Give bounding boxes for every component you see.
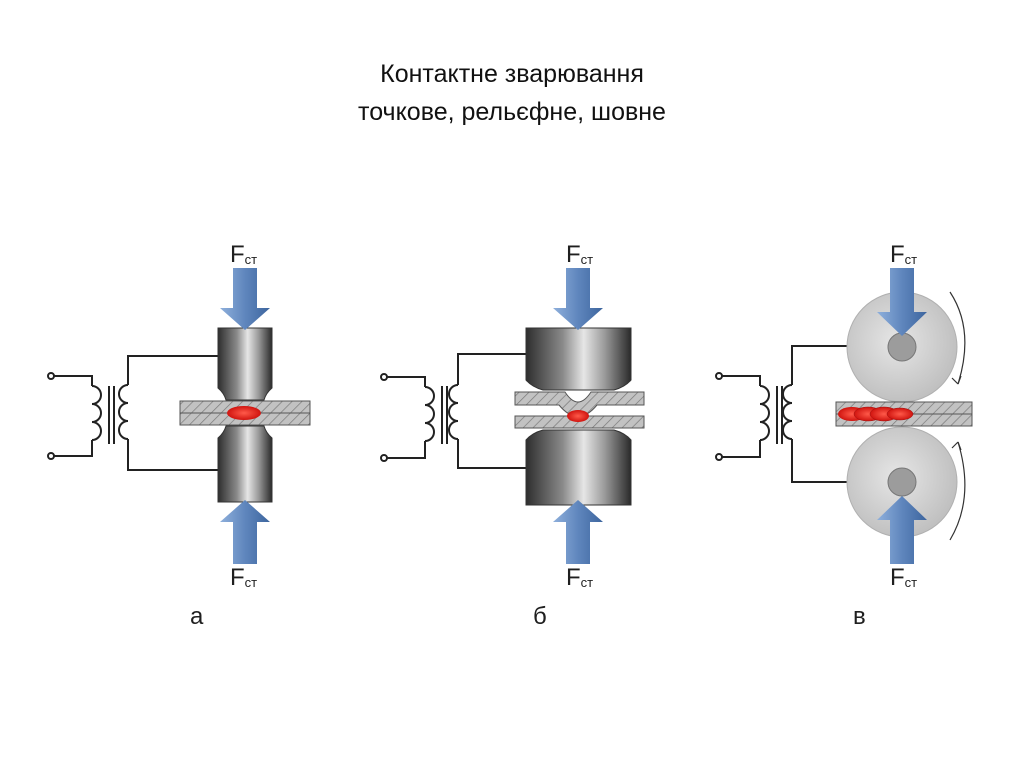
force-label-bottom: Fст xyxy=(566,564,593,591)
transformer-icon xyxy=(47,355,218,471)
projection-welding-diagram: Fст Fст б xyxy=(380,241,645,630)
bottom-electrode xyxy=(217,425,273,503)
force-label-top: Fст xyxy=(566,241,593,268)
force-label-bottom: Fст xyxy=(230,564,257,591)
force-label-top: Fст xyxy=(890,241,917,268)
rotation-arrow-bottom xyxy=(949,441,966,541)
upper-plate xyxy=(514,391,645,417)
weld-nugget xyxy=(227,406,261,420)
force-arrow-down xyxy=(220,268,270,330)
caption-v: в xyxy=(853,603,866,630)
transformer-icon xyxy=(380,353,526,469)
bottom-electrode xyxy=(525,429,632,506)
caption-b: б xyxy=(533,603,547,630)
weld-nugget xyxy=(567,410,589,422)
force-label-bottom: Fст xyxy=(890,564,917,591)
weld-seam xyxy=(838,406,914,422)
spot-welding-diagram: Fст Fст а xyxy=(47,241,311,630)
bottom-roller-axle xyxy=(887,467,917,497)
force-arrow-up xyxy=(553,500,603,564)
force-label-top: Fст xyxy=(230,241,257,268)
top-electrode xyxy=(217,327,273,401)
force-arrow-up xyxy=(220,500,270,564)
top-electrode xyxy=(525,327,632,391)
title-line-1: Контактне зварювання xyxy=(380,60,644,88)
force-arrow-down xyxy=(553,268,603,330)
title-line-2: точкове, рельєфне, шовне xyxy=(358,98,666,126)
transformer-icon xyxy=(715,345,870,483)
top-roller-axle xyxy=(887,332,917,362)
rotation-arrow-top xyxy=(949,291,966,385)
caption-a: а xyxy=(190,603,204,630)
force-arrow-up xyxy=(877,496,927,564)
force-arrow-down xyxy=(877,268,927,336)
seam-welding-diagram: Fст Fст в xyxy=(715,241,973,630)
